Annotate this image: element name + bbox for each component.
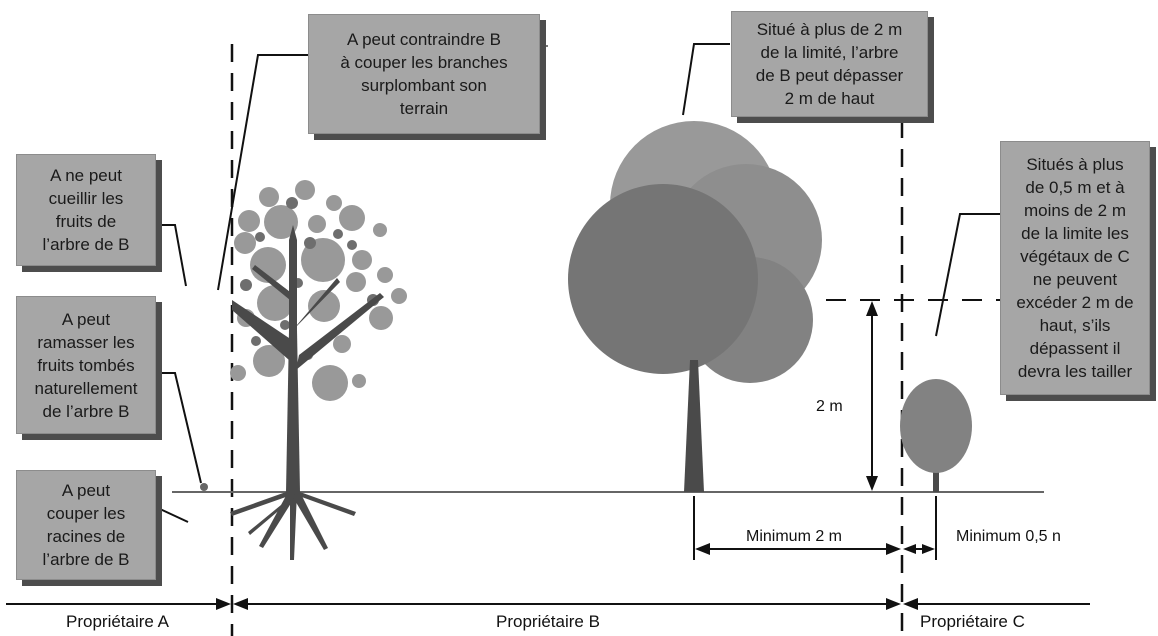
fallen-fruit-icon	[200, 483, 208, 491]
note-left-1-text: A ne peut cueillir les fruits de l’arbre…	[42, 166, 130, 254]
note-top-right: Situé à plus de 2 m de la limité, l’arbr…	[731, 11, 928, 117]
note-right: Situés à plus de 0,5 m et à moins de 2 m…	[1000, 141, 1150, 395]
note-left-3: A peut couper les racines de l’arbre de …	[16, 470, 156, 580]
min-c-label: Minimum 0,5 n	[956, 528, 1061, 545]
min-c-arrow-head-left	[903, 544, 916, 554]
small-plant-icon	[900, 379, 972, 492]
note-top-center-text: A peut contraindre B à couper les branch…	[340, 30, 508, 118]
leader-top-center	[217, 54, 310, 291]
note-left-2: A peut ramasser les fruits tombés nature…	[16, 296, 156, 434]
large-tree-icon	[568, 121, 822, 492]
min-b-label: Minimum 2 m	[746, 528, 843, 545]
leader-right	[935, 213, 1000, 337]
leader-left-3	[159, 508, 189, 523]
note-left-2-text: A peut ramasser les fruits tombés nature…	[34, 309, 138, 421]
owner-arrow-c-head	[903, 598, 918, 610]
min-b-arrow-head-left	[695, 543, 710, 555]
height-arrow-head-top	[866, 301, 878, 316]
owner-label-a: Propriétaire A	[66, 612, 169, 631]
owner-arrow-b-head-left	[233, 598, 248, 610]
height-label: 2 m	[816, 398, 843, 415]
leader-left-2	[160, 372, 202, 484]
owner-label-c: Propriétaire C	[920, 612, 1025, 631]
height-arrow-head-bottom	[866, 476, 878, 491]
owner-arrow-b-head-right	[886, 598, 901, 610]
fruit-tree-icon	[230, 180, 407, 560]
note-top-right-text: Situé à plus de 2 m de la limité, l’arbr…	[755, 20, 904, 108]
owner-arrow-a-head	[216, 598, 231, 610]
min-c-arrow-head-right	[922, 544, 935, 554]
note-left-1: A ne peut cueillir les fruits de l’arbre…	[16, 154, 156, 266]
note-left-3-text: A peut couper les racines de l’arbre de …	[42, 481, 130, 569]
leader-left-1	[160, 224, 187, 287]
owner-label-b: Propriétaire B	[496, 612, 600, 631]
min-b-arrow-head-right	[886, 543, 901, 555]
note-right-text: Situés à plus de 0,5 m et à moins de 2 m…	[1016, 155, 1134, 381]
leader-top-right	[682, 43, 730, 116]
note-top-center: A peut contraindre B à couper les branch…	[308, 14, 540, 134]
